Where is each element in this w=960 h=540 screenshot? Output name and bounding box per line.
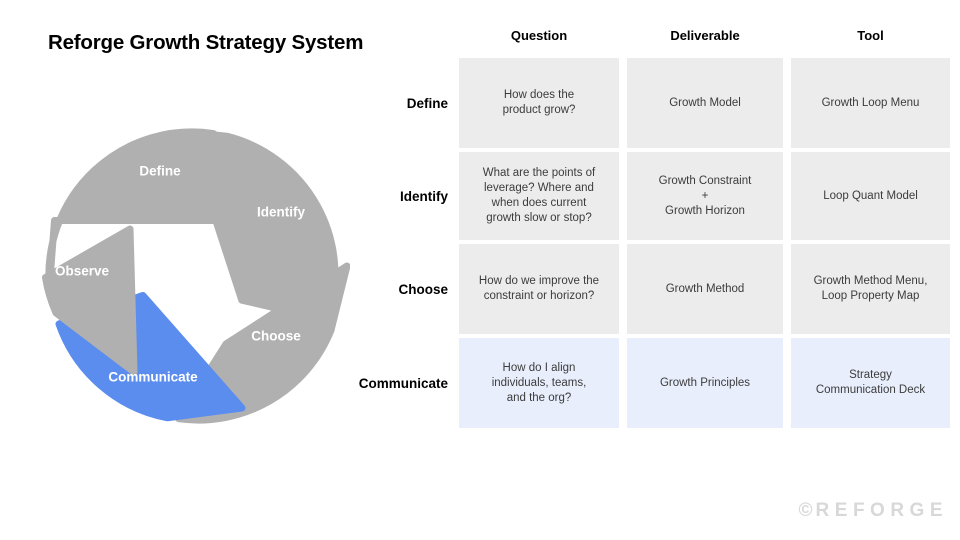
growth-cycle-pinwheel: Define Identify Choose Communicate Obser… [30,116,350,436]
pinwheel-label-observe: Observe [55,264,110,279]
cell-deliverable-choose[interactable]: Growth Method [627,244,783,334]
row-label-define: Define [406,95,448,111]
cell-text: Growth Model [669,96,741,109]
pinwheel-label-choose: Choose [251,329,301,344]
pinwheel-labels: Define Identify Choose Communicate Obser… [55,164,306,385]
cell-deliverable-define[interactable]: Growth Model [627,58,783,148]
row-label-choose: Choose [398,281,448,297]
pinwheel-label-communicate: Communicate [108,370,198,385]
table-header-row: Question Deliverable Tool [330,28,955,58]
column-header-deliverable: Deliverable [670,28,740,43]
copyright-icon: © [798,500,816,521]
pinwheel-segment-observe[interactable] [42,225,138,376]
pinwheel-svg: Define Identify Choose Communicate Obser… [42,128,350,424]
column-header-question: Question [510,28,568,43]
column-header-tool: Tool [857,28,884,43]
cell-tool-define[interactable]: Growth Loop Menu [791,58,950,148]
cell-tool-choose[interactable]: Growth Method Menu,Loop Property Map [791,244,950,334]
cell-text: Growth Constraint+Growth Horizon [658,174,752,217]
pinwheel-label-define: Define [139,164,181,179]
pinwheel-segments [42,128,350,424]
row-label-communicate: Communicate [358,375,448,391]
cell-tool-identify[interactable]: Loop Quant Model [791,152,950,240]
row-label-identify: Identify [399,188,448,204]
cell-text: Growth Method [665,282,745,295]
watermark-text: REFORGE [815,500,948,521]
reforge-watermark: ©REFORGE [799,500,948,522]
cell-text: Growth Loop Menu [821,96,920,109]
pinwheel-label-identify: Identify [257,205,305,220]
cell-text: Growth Principles [659,376,751,389]
cell-deliverable-communicate[interactable]: Growth Principles [627,338,783,428]
page-title: Reforge Growth Strategy System [48,31,364,54]
strategy-table: Question Deliverable Tool Define How doe… [330,28,955,432]
cell-deliverable-identify[interactable]: Growth Constraint+Growth Horizon [627,152,783,240]
cell-text: Growth Method Menu,Loop Property Map [813,275,928,302]
cell-text: Loop Quant Model [823,189,918,202]
